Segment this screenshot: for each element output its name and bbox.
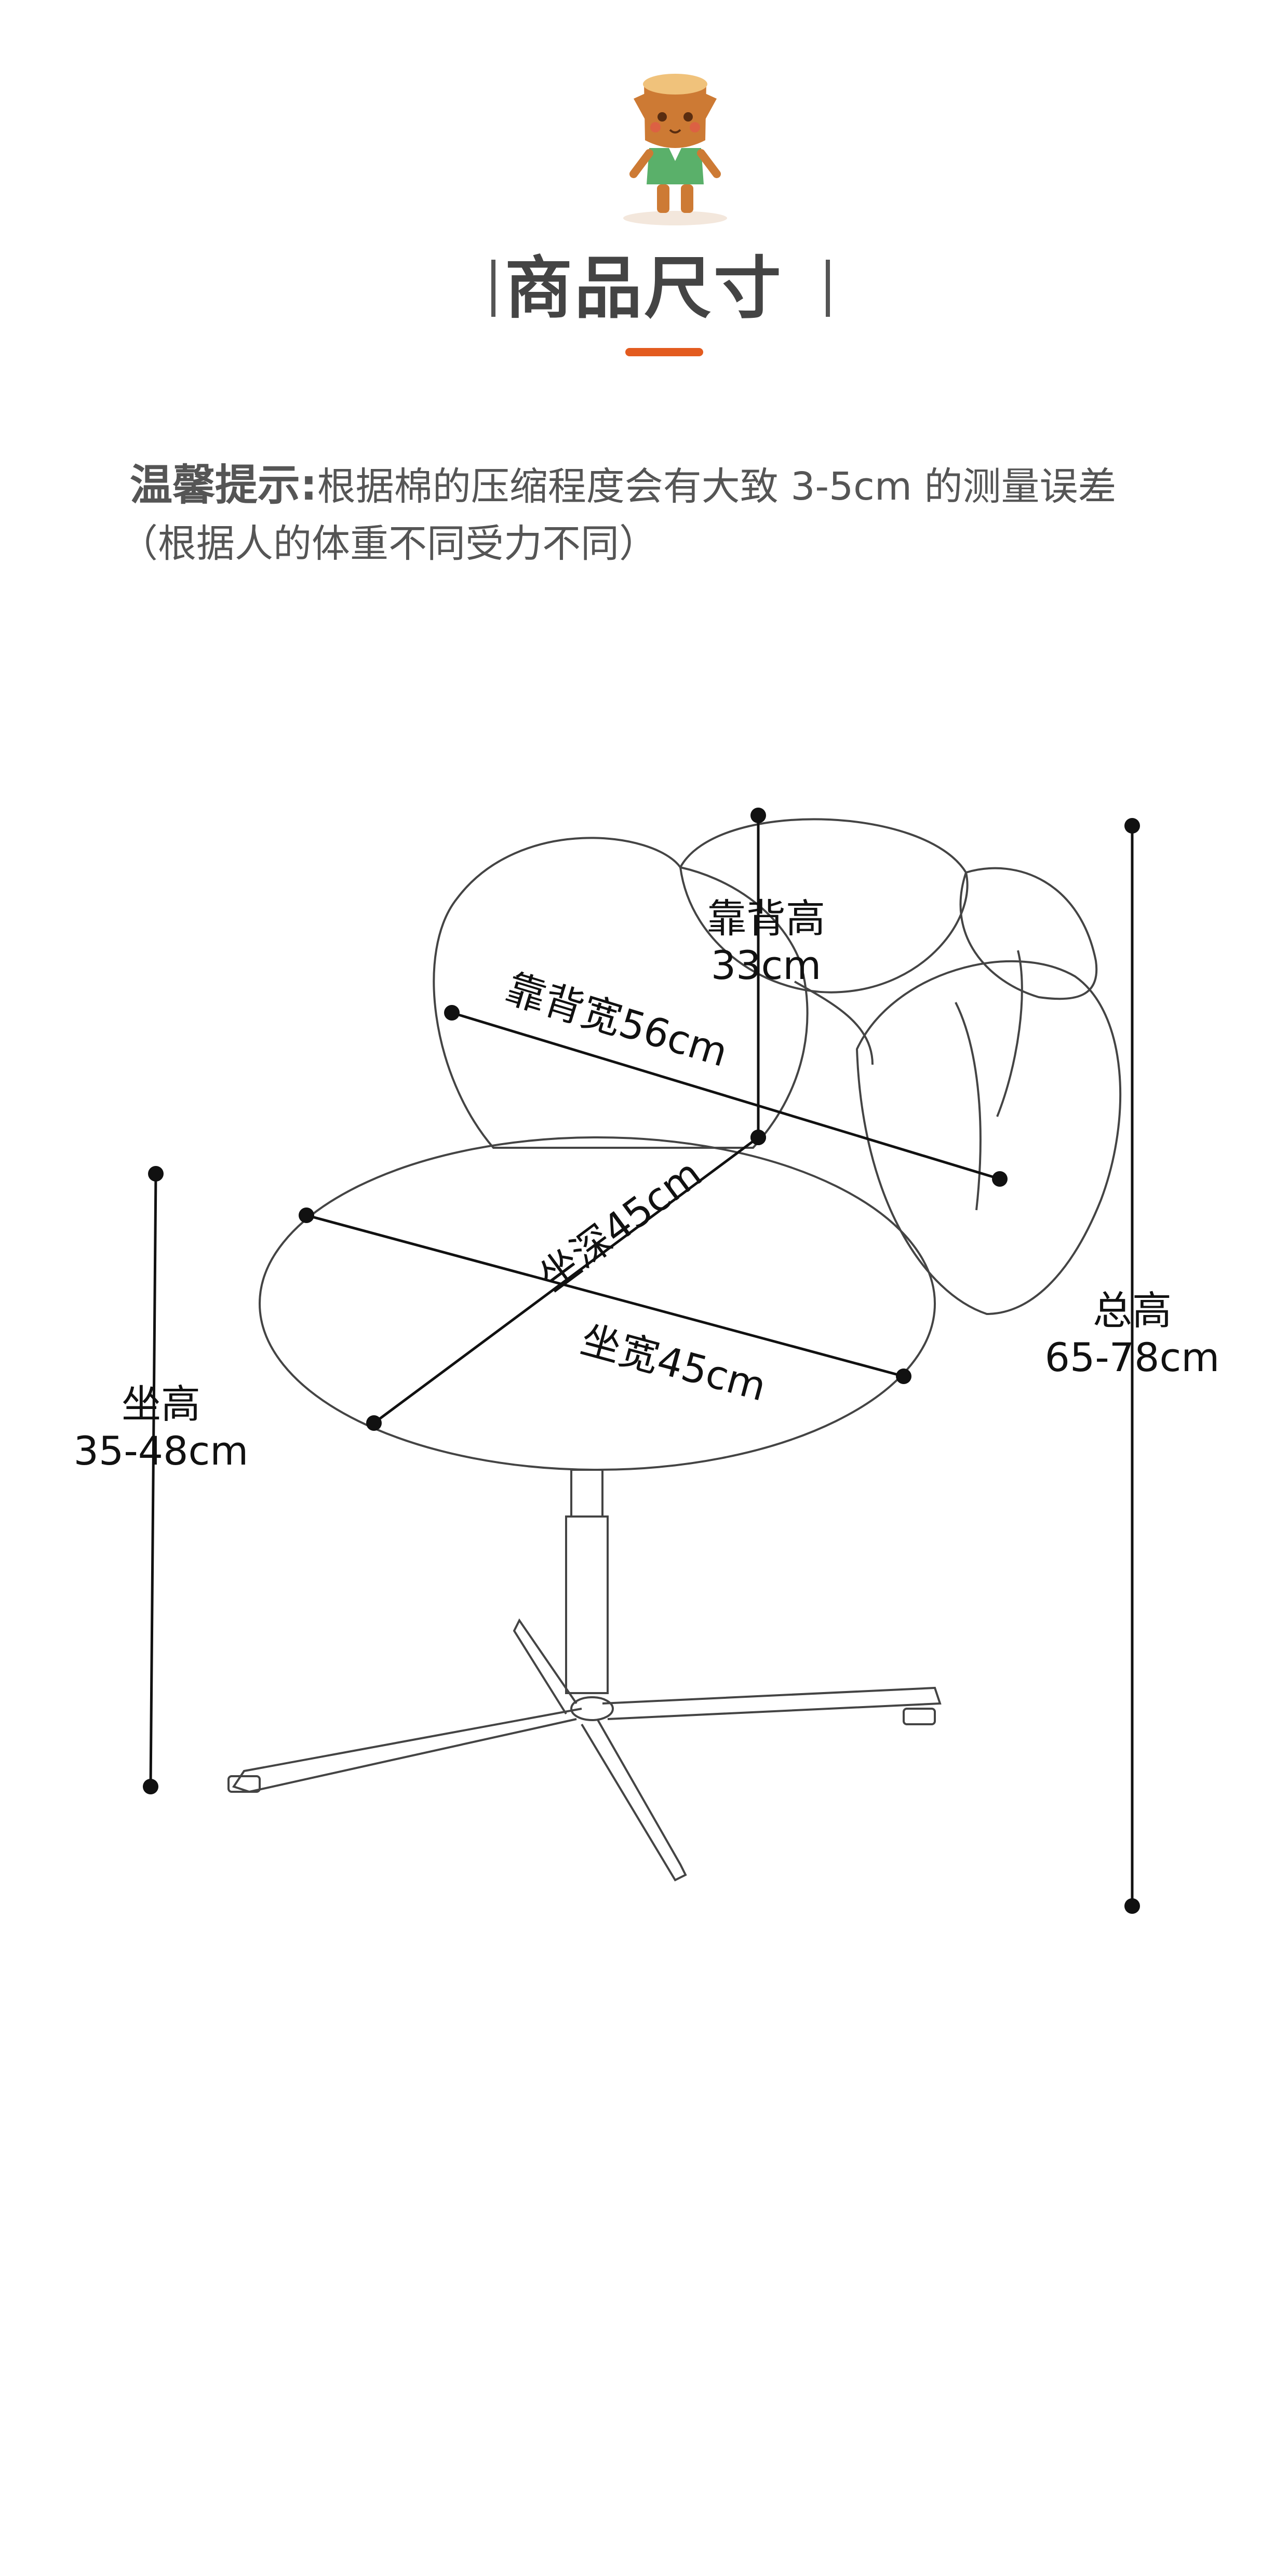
total-height-label: 总高 [1093, 1287, 1172, 1334]
tip-note: （根据人的体重不同受力不同） [119, 521, 658, 566]
seat-height-line [149, 1173, 157, 1787]
backrest-height-value: 33cm [711, 942, 822, 988]
title-accent-underline [625, 348, 703, 356]
seat-depth-line [373, 1136, 759, 1425]
backrest-width-line-endpoint-1 [444, 1005, 460, 1021]
header-divider-right [826, 260, 830, 317]
tip-label: 温馨提示: [130, 461, 317, 510]
backrest-width-label: 靠背宽56cm [501, 965, 733, 1076]
seat-height-label: 坐高 [122, 1381, 200, 1427]
seat-height-line-endpoint-1 [148, 1166, 164, 1182]
measurement-tip: 温馨提示:根据棉的压缩程度会有大致 3-5cm 的测量误差 （根据人的体重不同受… [119, 457, 1231, 572]
page-title: 商品尺寸 [504, 248, 783, 328]
seat-depth-line-endpoint-2 [750, 1130, 766, 1145]
seat-height-line-endpoint-2 [143, 1779, 158, 1794]
header-divider-left [491, 260, 495, 317]
backrest-width-line [451, 1011, 1000, 1180]
tip-line: 温馨提示:根据棉的压缩程度会有大致 3-5cm 的测量误差 [130, 457, 1231, 515]
seat-depth-label: 坐深45cm [530, 1150, 710, 1300]
backrest-height-label: 靠背高 [707, 895, 825, 942]
total-height-line-endpoint-2 [1124, 1898, 1140, 1914]
total-height-line-endpoint-1 [1124, 818, 1140, 834]
seat-width-label: 坐宽45cm [576, 1316, 771, 1410]
section-header: 商品尺寸 [0, 239, 1288, 343]
tip-text: 根据棉的压缩程度会有大致 3-5cm 的测量误差 [317, 464, 1117, 509]
tree-stump-mascot-icon [623, 74, 727, 225]
chair-illustration [227, 818, 1122, 1882]
backrest-width-line-endpoint-2 [992, 1171, 1008, 1187]
seat-width-line-endpoint-2 [896, 1369, 911, 1384]
seat-depth-line-endpoint-1 [366, 1415, 382, 1431]
seat-width-line [306, 1214, 904, 1378]
seat-height-value: 35-48cm [74, 1428, 249, 1474]
seat-width-line-endpoint-1 [299, 1208, 314, 1223]
total-height-value: 65-78cm [1045, 1334, 1220, 1380]
backrest-height-line-endpoint-1 [750, 808, 766, 823]
